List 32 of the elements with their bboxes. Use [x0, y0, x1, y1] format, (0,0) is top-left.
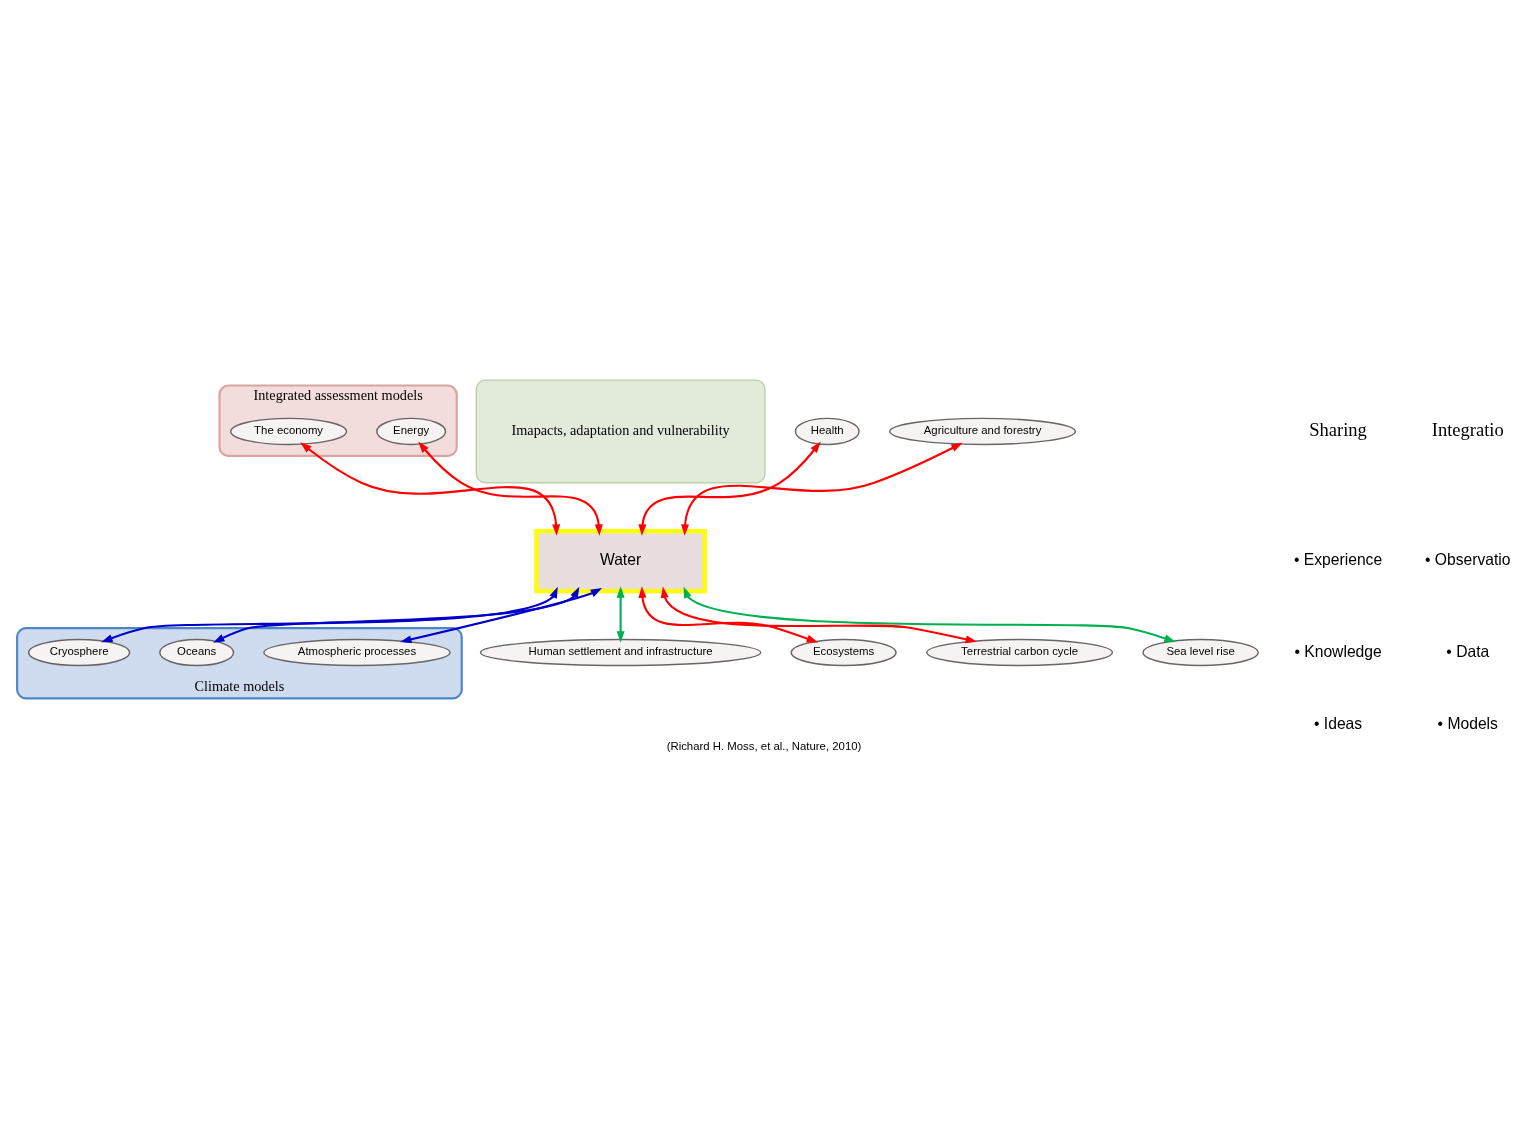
arrow [638, 441, 821, 536]
node-ellipse: Health [794, 417, 860, 445]
node-ellipse: Atmospheric processes [263, 638, 451, 666]
caption: (Richard H. Moss, et al., Nature, 2010) [666, 739, 862, 752]
arrow [638, 585, 819, 642]
node-ellipse: Sea level rise [1142, 638, 1259, 666]
arrow [418, 441, 603, 536]
node-ellipse: Human settlement and infrastructure [479, 638, 762, 666]
node-ellipse: Terrestrial carbon cycle [926, 638, 1114, 666]
node-ellipse: Oceans [159, 638, 235, 666]
arrow [212, 586, 580, 643]
node-ellipse: Cryosphere [27, 638, 131, 666]
arrow [300, 441, 561, 536]
label: • Experience [1294, 550, 1383, 568]
label: • Observatio [1424, 550, 1511, 568]
label: • Ideas [1314, 714, 1363, 732]
arrow [616, 585, 625, 643]
node-ellipse: Agriculture and forestry [889, 417, 1077, 445]
arrow [681, 442, 963, 536]
label: • Models [1437, 714, 1498, 732]
node-ellipse: The economy [230, 417, 348, 445]
arrow [400, 587, 603, 643]
label: Sharing [1309, 418, 1367, 440]
node-box: Imapacts, adaptation and vulnerability [475, 378, 766, 483]
node-ellipse: Energy [376, 417, 447, 445]
label: • Data [1446, 642, 1490, 660]
node-ellipse: Ecosystems [790, 638, 897, 666]
arrow [660, 585, 978, 643]
label: • Knowledge [1294, 642, 1382, 660]
arrow [101, 586, 558, 642]
label: Integratio [1431, 418, 1504, 440]
arrow [683, 586, 1176, 642]
